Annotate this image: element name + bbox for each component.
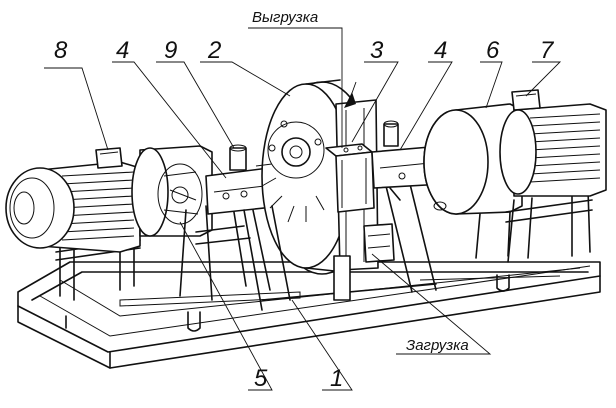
- right-motor: [499, 89, 607, 263]
- discharge-spout: [325, 143, 375, 213]
- leader-lines: [44, 27, 562, 391]
- label-9: 9: [164, 37, 177, 64]
- center-frame: [243, 183, 437, 311]
- base-frame: [17, 261, 601, 369]
- label-7: 7: [540, 37, 555, 64]
- label-3: 3: [370, 37, 384, 64]
- label-4-right: 4: [434, 37, 447, 64]
- label-4-left: 4: [116, 37, 129, 64]
- left-coupling: [131, 145, 213, 237]
- callout-labels: 8 4 9 2 Выгрузка 3 4 6 7 5 1 Загрузка: [54, 9, 555, 392]
- label-6: 6: [486, 37, 500, 64]
- label-1: 1: [330, 365, 343, 392]
- left-motor: [5, 147, 141, 301]
- label-unload: Выгрузка: [252, 9, 318, 26]
- label-2: 2: [207, 37, 221, 64]
- label-8: 8: [54, 37, 68, 64]
- discharge-arrow: [344, 92, 356, 108]
- label-load: Загрузка: [406, 337, 469, 354]
- right-coupling: [423, 103, 523, 259]
- label-5: 5: [254, 365, 268, 392]
